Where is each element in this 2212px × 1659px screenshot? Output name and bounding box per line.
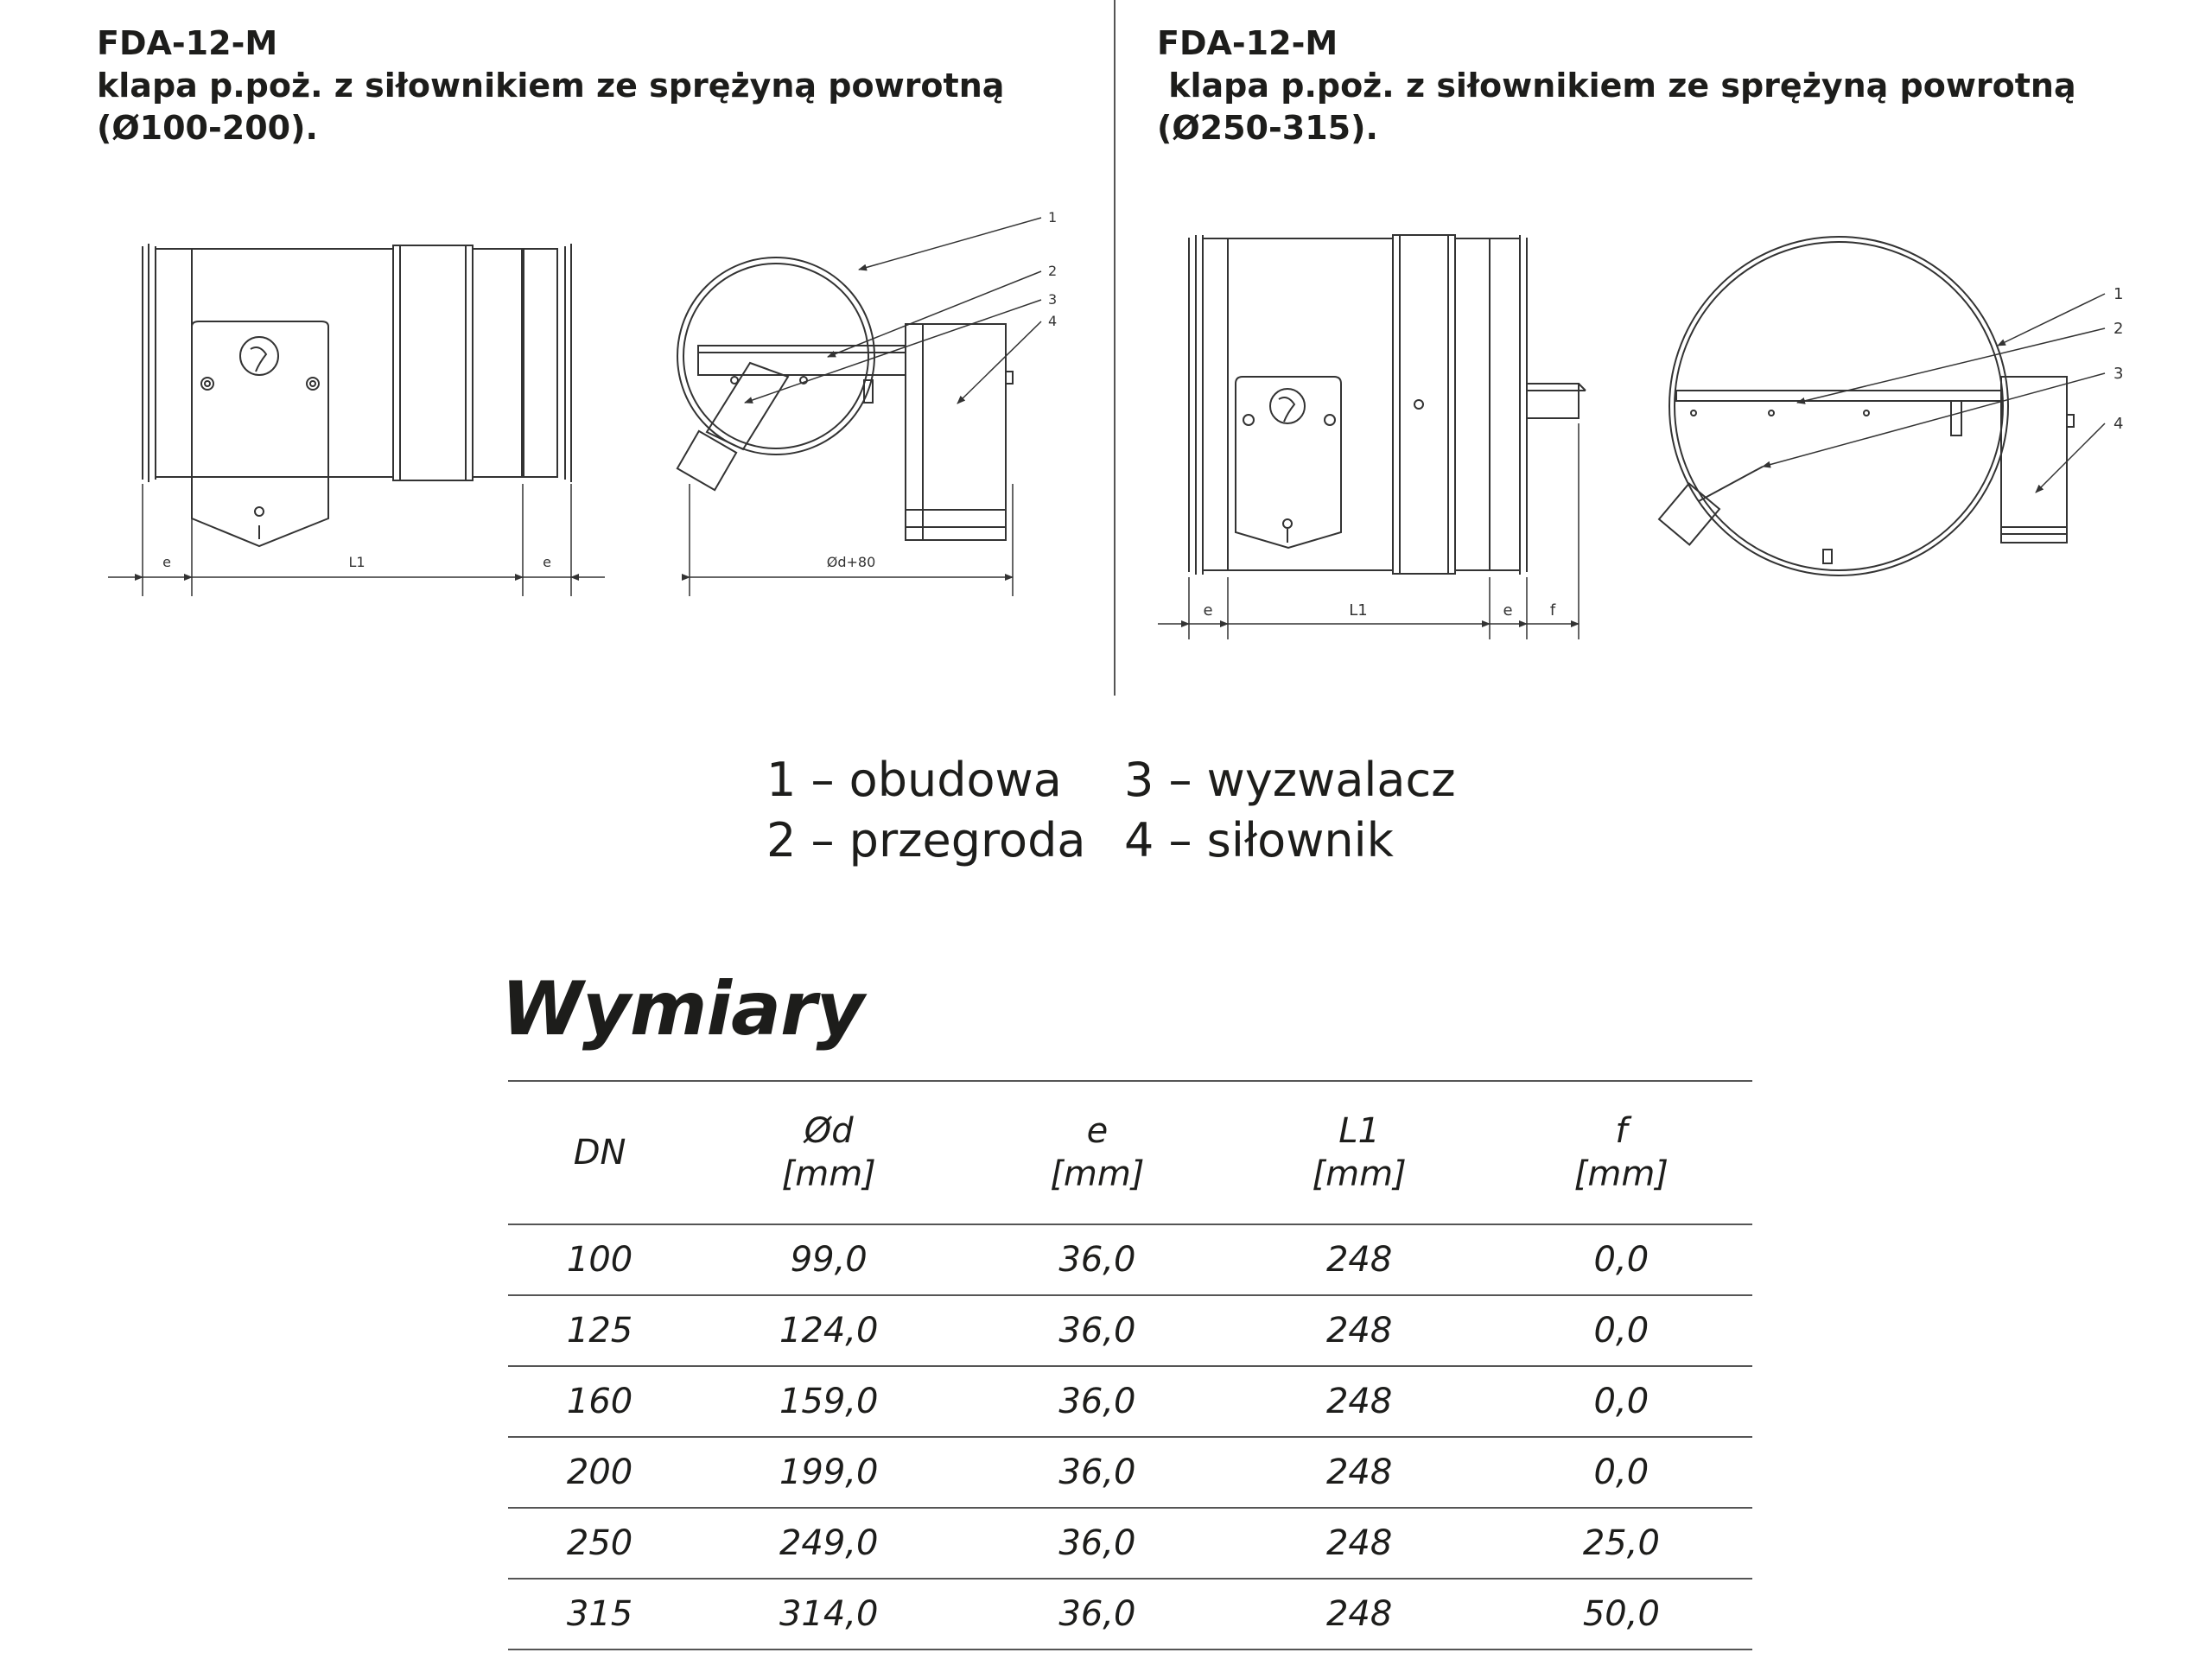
table-cell: 36,0 bbox=[966, 1508, 1229, 1580]
table-cell: 36,0 bbox=[966, 1579, 1229, 1650]
left-drawing-header: FDA-12-M klapa p.poż. z siłownikiem ze s… bbox=[97, 22, 1004, 149]
table-cell: 0,0 bbox=[1490, 1437, 1752, 1509]
left-dim-e2: e bbox=[543, 554, 551, 570]
table-cell: 36,0 bbox=[966, 1437, 1229, 1509]
left-dim-e1: e bbox=[162, 554, 171, 570]
right-dim-f: f bbox=[1550, 601, 1556, 620]
table-row: 100 99,0 36,0 248 0,0 bbox=[508, 1224, 1752, 1296]
table-cell: 99,0 bbox=[691, 1224, 967, 1296]
right-dim-e2: e bbox=[1503, 601, 1512, 620]
legend-item-4: 4 – siłownik bbox=[1124, 813, 1394, 868]
left-front-view: 1 2 3 4 Ød+80 bbox=[676, 209, 1057, 596]
right-range: (Ø250-315). bbox=[1157, 109, 1378, 147]
right-description: klapa p.poż. z siłownikiem ze sprężyną p… bbox=[1157, 67, 2076, 105]
column-header-e: e [mm] bbox=[966, 1080, 1229, 1225]
section-title: Wymiary bbox=[501, 966, 865, 1052]
right-callout-2: 2 bbox=[2113, 320, 2123, 338]
left-callout-2: 2 bbox=[1048, 263, 1057, 279]
table-cell: 100 bbox=[508, 1224, 692, 1296]
table-row: 125 124,0 36,0 248 0,0 bbox=[508, 1295, 1752, 1367]
table-cell: 314,0 bbox=[691, 1579, 967, 1650]
legend-item-1: 1 – obudowa bbox=[766, 753, 1062, 807]
legend-item-3: 3 – wyzwalacz bbox=[1124, 753, 1456, 807]
table-cell: 248 bbox=[1228, 1437, 1491, 1509]
table-cell: 36,0 bbox=[966, 1366, 1229, 1438]
table-cell: 248 bbox=[1228, 1224, 1491, 1296]
table-header-row: DN Ød [mm] e [mm] L1 [mm] f [mm] bbox=[508, 1080, 1752, 1225]
table-row: 160 159,0 36,0 248 0,0 bbox=[508, 1366, 1752, 1438]
column-header-f: f [mm] bbox=[1490, 1080, 1752, 1225]
left-callout-3: 3 bbox=[1048, 291, 1057, 308]
right-drawing-header: FDA-12-M klapa p.poż. z siłownikiem ze s… bbox=[1157, 22, 2076, 149]
column-header-dn: DN bbox=[508, 1080, 692, 1225]
table-cell: 250 bbox=[508, 1508, 692, 1580]
right-model-name: FDA-12-M bbox=[1157, 24, 1338, 62]
table-cell: 0,0 bbox=[1490, 1366, 1752, 1438]
right-callout-1: 1 bbox=[2113, 285, 2123, 303]
table-cell: 200 bbox=[508, 1437, 692, 1509]
table-cell: 248 bbox=[1228, 1579, 1491, 1650]
left-side-view: e L1 e bbox=[108, 244, 605, 596]
table-cell: 0,0 bbox=[1490, 1224, 1752, 1296]
table-cell: 25,0 bbox=[1490, 1508, 1752, 1580]
right-callout-4: 4 bbox=[2113, 415, 2123, 433]
table-cell: 249,0 bbox=[691, 1508, 967, 1580]
left-description: klapa p.poż. z siłownikiem ze sprężyną p… bbox=[97, 67, 1005, 105]
right-callout-3: 3 bbox=[2113, 365, 2123, 383]
right-side-view: e L1 e f bbox=[1158, 234, 1586, 639]
table-cell: 160 bbox=[508, 1366, 692, 1438]
left-model-name: FDA-12-M bbox=[97, 24, 278, 62]
table-row: 200 199,0 36,0 248 0,0 bbox=[508, 1437, 1752, 1509]
table-cell: 199,0 bbox=[691, 1437, 967, 1509]
technical-drawings: e L1 e 1 2 3 4 Ød+80 bbox=[108, 209, 2123, 639]
legend-item-2: 2 – przegroda bbox=[766, 813, 1086, 868]
column-header-od: Ød [mm] bbox=[691, 1080, 967, 1225]
column-header-l1: L1 [mm] bbox=[1228, 1080, 1491, 1225]
table-cell: 125 bbox=[508, 1295, 692, 1367]
table-cell: 124,0 bbox=[691, 1295, 967, 1367]
table-cell: 36,0 bbox=[966, 1295, 1229, 1367]
table-cell: 50,0 bbox=[1490, 1579, 1752, 1650]
left-dim-l1: L1 bbox=[348, 554, 365, 570]
table-cell: 36,0 bbox=[966, 1224, 1229, 1296]
right-dim-l1: L1 bbox=[1349, 601, 1367, 620]
right-front-view: 1 2 3 4 bbox=[1657, 236, 2123, 576]
right-dim-e1: e bbox=[1203, 601, 1212, 620]
left-dim-od80: Ød+80 bbox=[827, 554, 876, 570]
table-cell: 159,0 bbox=[691, 1366, 967, 1438]
table-row: 250 249,0 36,0 248 25,0 bbox=[508, 1508, 1752, 1580]
vertical-divider bbox=[1114, 0, 1116, 696]
table-cell: 248 bbox=[1228, 1508, 1491, 1580]
left-callout-1: 1 bbox=[1048, 209, 1057, 226]
dimensions-table: DN Ød [mm] e [mm] L1 [mm] f [mm] 100 99,… bbox=[508, 1080, 1752, 1650]
table-cell: 315 bbox=[508, 1579, 692, 1650]
table-cell: 248 bbox=[1228, 1295, 1491, 1367]
table-cell: 0,0 bbox=[1490, 1295, 1752, 1367]
table-cell: 248 bbox=[1228, 1366, 1491, 1438]
left-range: (Ø100-200). bbox=[97, 109, 318, 147]
table-row: 315 314,0 36,0 248 50,0 bbox=[508, 1579, 1752, 1650]
left-callout-4: 4 bbox=[1048, 313, 1057, 329]
